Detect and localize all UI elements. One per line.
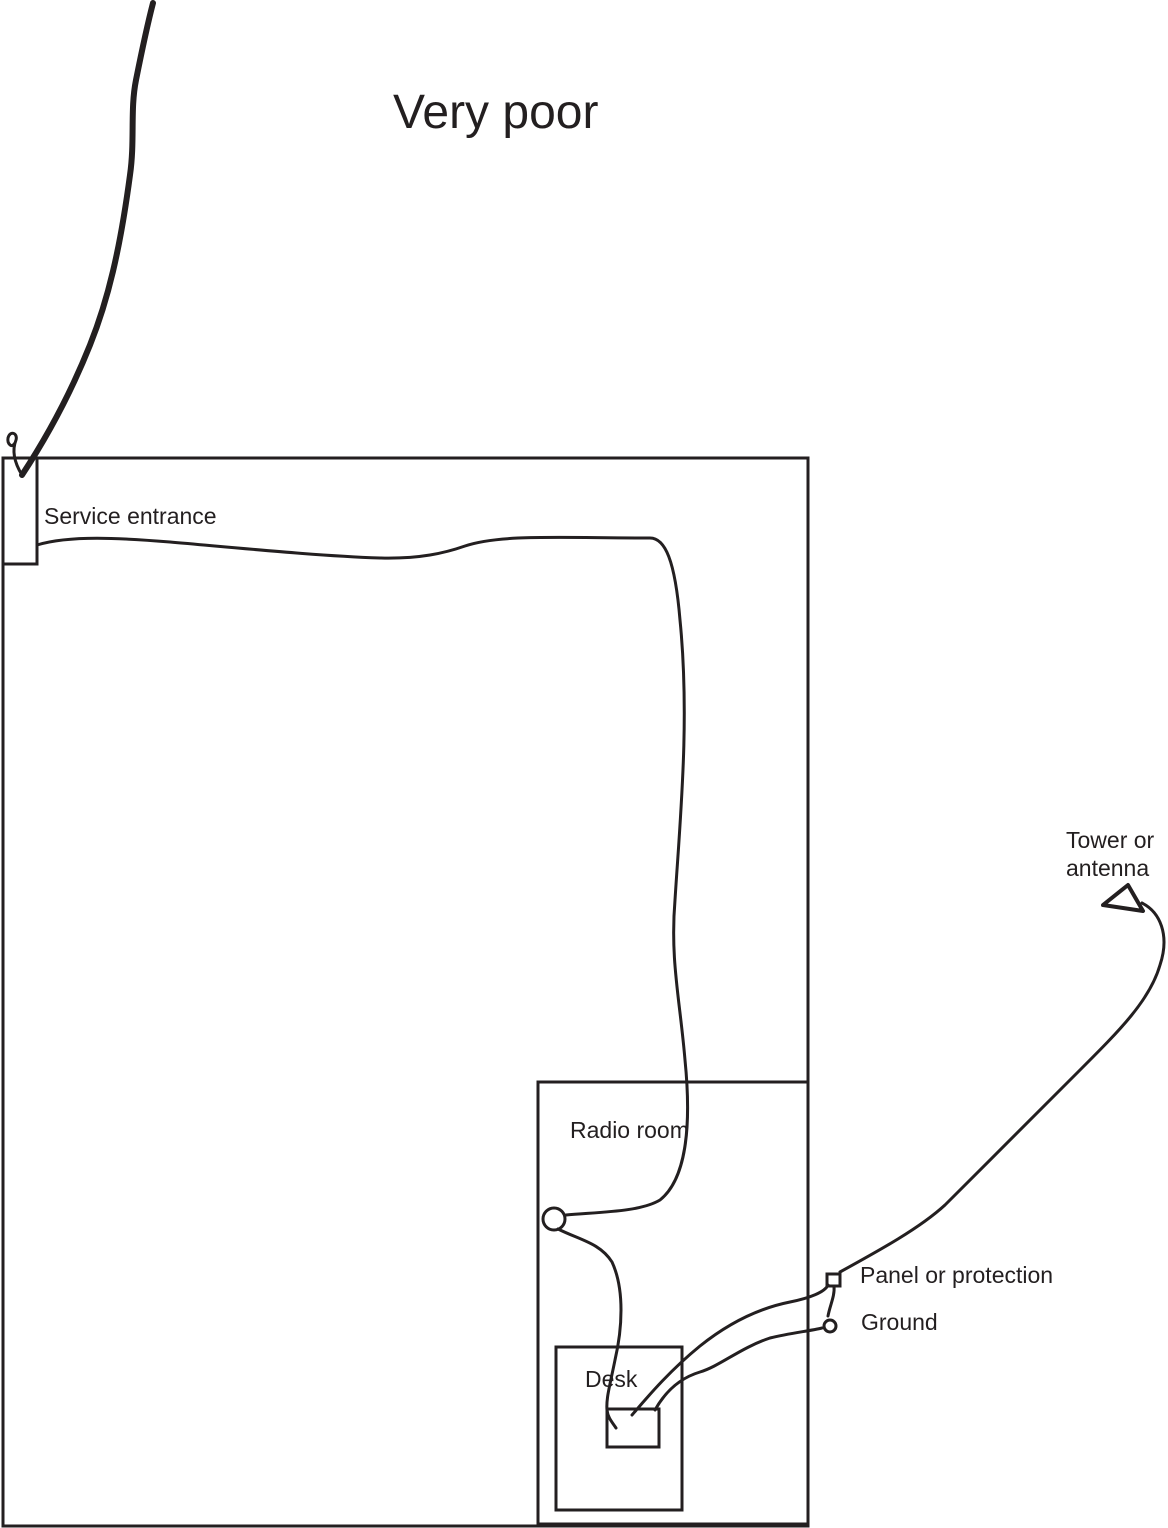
radio-power-cord (556, 1227, 623, 1430)
outlet-icon (541, 1206, 567, 1232)
panel-to-ground-link (826, 1284, 836, 1318)
power-wire-to-outlet (35, 535, 690, 1217)
ground-label: Ground (861, 1309, 938, 1335)
ground-wire-from-radio (653, 1326, 824, 1412)
service-entrance-label: Service entrance (44, 503, 217, 529)
radio-room-outline (536, 1080, 810, 1526)
panel-icon (825, 1272, 842, 1288)
utility-drop-hook (6, 431, 24, 477)
service-entrance-box (1, 456, 39, 566)
tower-label-line-1: Tower or (1066, 827, 1155, 853)
radio-room-label: Radio room (570, 1117, 689, 1143)
antenna-icon (1101, 883, 1145, 913)
feedline-to-tower (838, 901, 1166, 1274)
utility-drop-wire (19, 0, 156, 478)
ground-icon (822, 1318, 838, 1334)
coax-to-panel (630, 1283, 830, 1417)
tower-label-line-2: antenna (1066, 855, 1149, 881)
panel-label: Panel or protection (860, 1262, 1053, 1288)
radio-box (605, 1407, 661, 1449)
diagram-title: Very poor (393, 86, 598, 139)
house-outline (1, 456, 810, 1528)
